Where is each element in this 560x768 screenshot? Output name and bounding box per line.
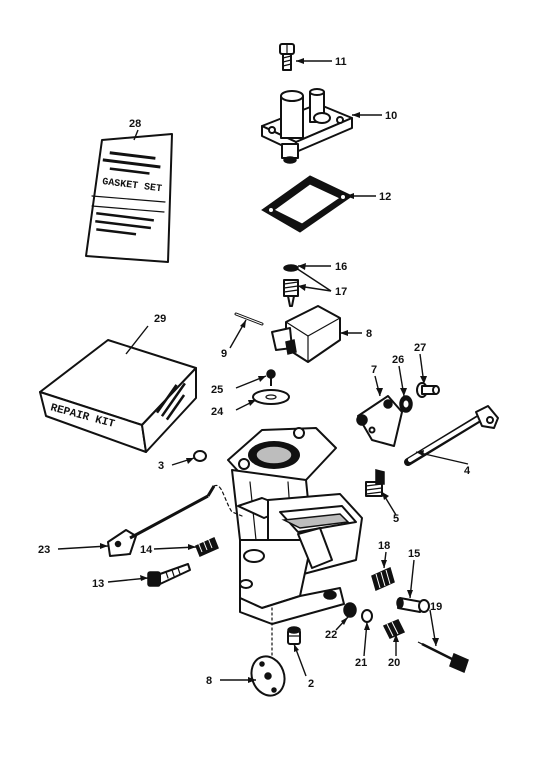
callout-8a: 8: [366, 328, 372, 340]
spring-part-5: [365, 469, 385, 497]
callout-16: 16: [335, 261, 347, 273]
callout-20: 20: [388, 657, 400, 669]
callout-23: 23: [38, 544, 50, 556]
throttle-plate-part-24: [252, 389, 290, 405]
callout-7: 7: [371, 364, 377, 376]
spring-part-18: [371, 566, 395, 592]
callout-25: 25: [211, 384, 223, 396]
callout-11: 11: [335, 56, 347, 68]
callout-13: 13: [92, 578, 104, 590]
callout-4: 4: [464, 465, 471, 477]
callout-2: 2: [308, 678, 314, 690]
callout-labels: 11 10 28 12 16 17 29 8 9 7 26 27 25 24 3…: [38, 56, 471, 690]
callout-27: 27: [414, 342, 426, 354]
callout-14: 14: [140, 544, 153, 556]
repair-kit-box: REPAIR KIT: [39, 339, 197, 453]
callout-17: 17: [335, 286, 347, 298]
washer-part-26: [399, 395, 413, 413]
callout-12: 12: [379, 191, 391, 203]
washer-part-22: [343, 602, 357, 618]
gasket-set-card: GASKET SET: [85, 133, 173, 263]
callout-24: 24: [211, 406, 224, 418]
callout-21: 21: [355, 657, 367, 669]
screw-part-11: [279, 43, 295, 71]
fuel-inlet-cover-part-10: [261, 88, 353, 164]
screw-part-27: [416, 382, 440, 398]
callout-8b: 8: [206, 675, 212, 687]
spring-part-20: [382, 619, 406, 639]
callout-9: 9: [221, 348, 227, 360]
idle-screw-part-13: [147, 563, 191, 587]
washer-part-21: [361, 609, 373, 623]
leader-lines: [57, 58, 469, 683]
callout-15: 15: [408, 548, 420, 560]
screw-part-25: [266, 369, 276, 386]
callout-28: 28: [129, 118, 141, 130]
callout-29: 29: [154, 313, 166, 325]
callout-18: 18: [378, 540, 390, 552]
idle-rod-part-23: [107, 484, 243, 557]
washer-part-16: [283, 264, 299, 272]
float-pin-part-9: [234, 312, 264, 326]
carburetor-body: [227, 427, 363, 625]
bowl-gasket-part-6: [250, 607, 286, 697]
callout-3: 3: [158, 460, 164, 472]
lever-part-7: [356, 395, 403, 447]
needle-screw-part-19: [417, 641, 469, 674]
spring-part-14: [195, 536, 219, 558]
gasket-part-12: [261, 175, 353, 233]
callout-26: 26: [392, 354, 404, 366]
plug-part-2: [287, 626, 301, 645]
callout-10: 10: [385, 110, 397, 122]
screw-part-15: [396, 597, 430, 613]
callout-22: 22: [325, 629, 337, 641]
needle-seat-part-17: [283, 279, 299, 307]
callout-19: 19: [430, 601, 442, 613]
callout-5: 5: [393, 513, 399, 525]
float-part-8: [271, 305, 341, 363]
